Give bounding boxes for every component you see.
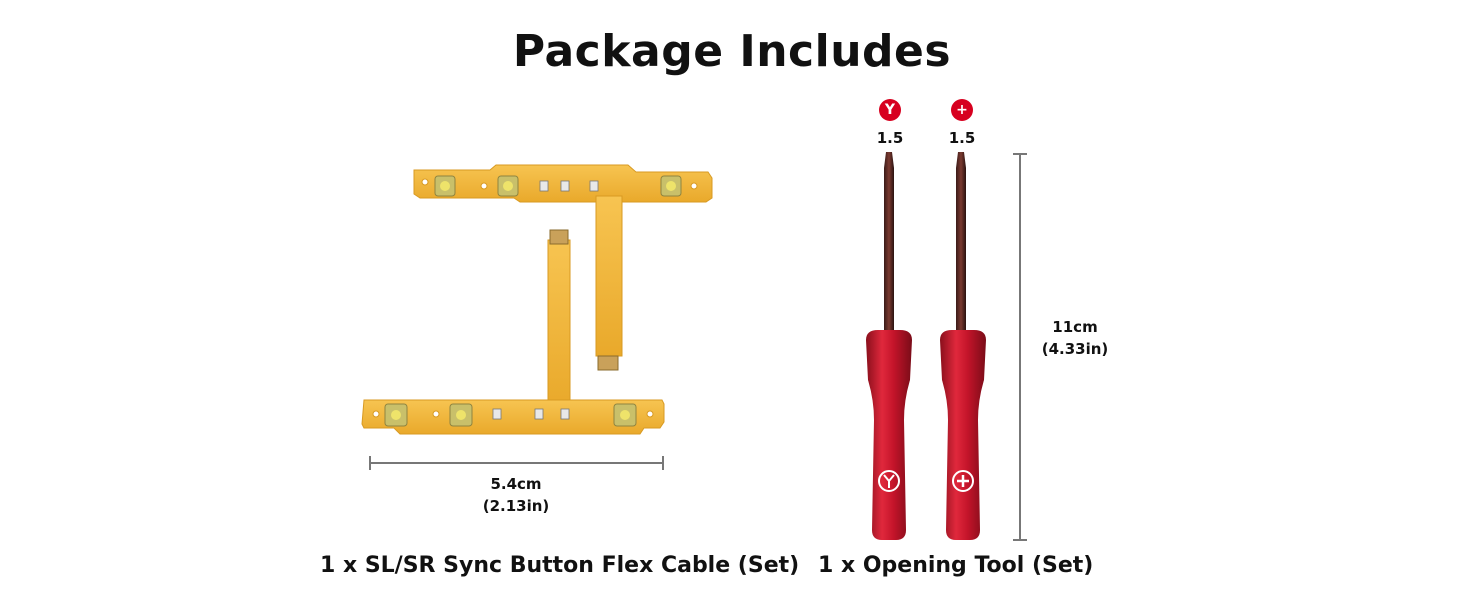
width-cm: 5.4cm [490,475,542,493]
height-cm: 11cm [1052,318,1098,336]
width-in: (2.13in) [482,497,550,515]
width-measurement: 5.4cm (2.13in) [456,473,576,517]
tri-wing-size: 1.5 [876,129,904,147]
opening-tool-caption: 1 x Opening Tool (Set) [818,553,1094,578]
tri-wing-icon: Y [879,99,901,121]
height-measurement: 11cm (4.33in) [1020,316,1130,360]
page-title: Package Includes [512,26,952,77]
phillips-icon: + [951,99,973,121]
flex-cable-caption: 1 x SL/SR Sync Button Flex Cable (Set) [320,553,800,578]
height-in: (4.33in) [1041,340,1109,358]
phillips-size: 1.5 [948,129,976,147]
